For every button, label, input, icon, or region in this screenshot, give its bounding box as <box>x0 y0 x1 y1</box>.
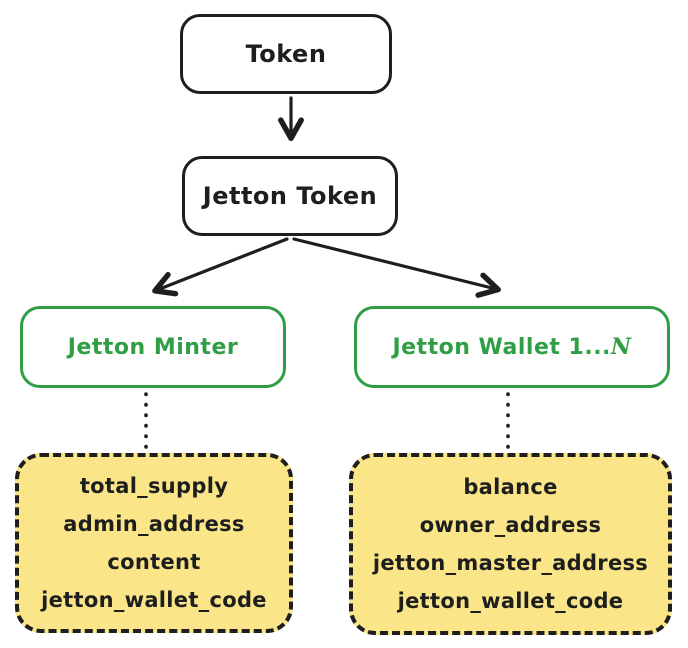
node-jetton-wallet: Jetton Wallet 1...N <box>354 306 670 388</box>
wallet-field-jetton-wallet-code: jetton_wallet_code <box>397 589 624 613</box>
minter-field-admin-address: admin_address <box>63 512 245 536</box>
minter-field-content: content <box>107 550 201 574</box>
wallet-field-balance: balance <box>463 475 558 499</box>
minter-field-jetton-wallet-code: jetton_wallet_code <box>41 588 267 612</box>
node-token: Token <box>180 14 392 94</box>
node-minter-state-fields: total_supply admin_address content jetto… <box>15 453 293 633</box>
node-jetton-token-label: Jetton Token <box>202 182 378 210</box>
wallet-count-n: N <box>610 334 632 360</box>
edge-jetton-token-to-minter <box>152 237 289 297</box>
node-token-label: Token <box>245 40 327 68</box>
node-jetton-minter-label: Jetton Minter <box>67 334 239 360</box>
node-wallet-state-fields: balance owner_address jetton_master_addr… <box>349 453 672 635</box>
node-jetton-minter: Jetton Minter <box>20 306 286 388</box>
minter-field-total-supply: total_supply <box>79 474 229 498</box>
wallet-field-jetton-master-address: jetton_master_address <box>372 551 649 575</box>
node-jetton-wallet-label: Jetton Wallet 1...N <box>392 334 632 360</box>
edge-jetton-token-to-wallet <box>292 237 501 298</box>
node-jetton-token: Jetton Token <box>182 156 398 236</box>
wallet-field-owner-address: owner_address <box>419 513 602 537</box>
